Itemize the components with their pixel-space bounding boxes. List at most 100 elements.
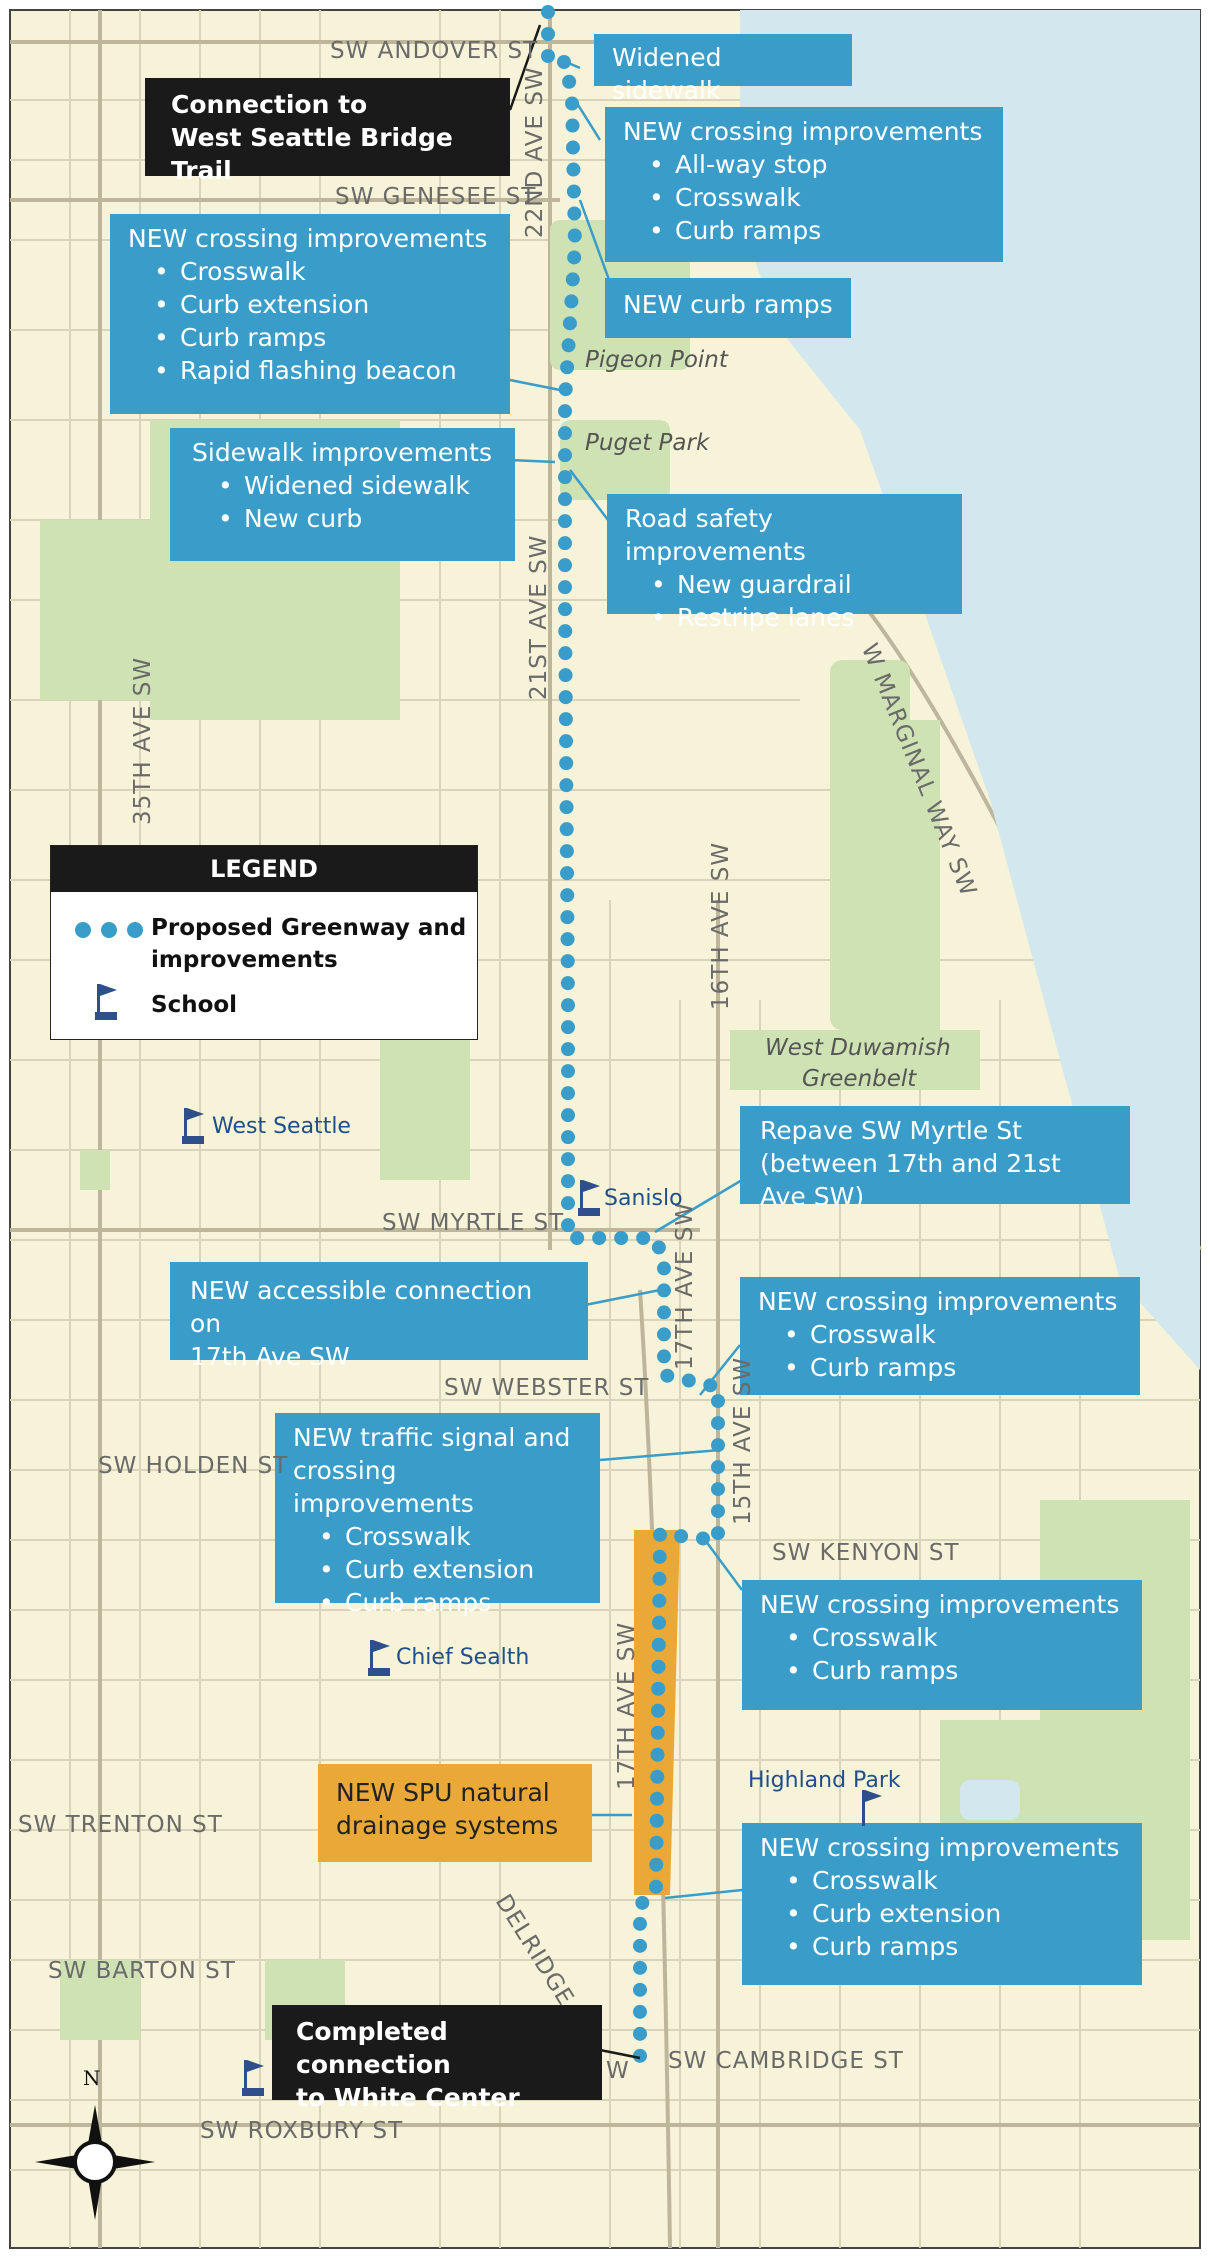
greenway-dot bbox=[561, 1152, 575, 1167]
greenway-dot bbox=[633, 1916, 647, 1931]
callout-line: Completed connection bbox=[296, 2017, 451, 2079]
street-label: SW WEBSTER ST bbox=[444, 1375, 650, 1401]
callout-list: Widened sidewalk New curb bbox=[192, 469, 493, 535]
callout-line: West Seattle Bridge Trail bbox=[171, 123, 453, 185]
pond bbox=[960, 1780, 1020, 1820]
callout-line: NEW SPU natural bbox=[336, 1778, 550, 1807]
school-flag-icon bbox=[182, 1108, 204, 1144]
school-label: West Seattle bbox=[212, 1114, 351, 1139]
street-label: SW HOLDEN ST bbox=[98, 1453, 289, 1479]
greenway-dot bbox=[559, 844, 574, 859]
greenway-dot bbox=[560, 888, 575, 903]
greenway-dot bbox=[557, 55, 571, 69]
legend: LEGEND Proposed Greenway and improvement… bbox=[50, 845, 478, 1040]
greenway-dot bbox=[565, 272, 580, 287]
compass-rose-icon bbox=[35, 2105, 155, 2220]
greenway-dot bbox=[651, 1240, 666, 1255]
legend-line: improvements bbox=[151, 947, 338, 973]
callout-crossing-left: NEW crossing improvements Crosswalk Curb… bbox=[110, 214, 510, 414]
greenway-dot bbox=[541, 5, 555, 19]
callout-line: 17th Ave SW bbox=[190, 1342, 350, 1371]
greenway-dot bbox=[651, 1703, 666, 1718]
greenway-dot bbox=[633, 1938, 647, 1953]
callout-road-safety: Road safety improvements New guardrail R… bbox=[607, 494, 962, 632]
greenway-dot bbox=[558, 690, 573, 705]
list-item: New guardrail bbox=[677, 568, 944, 601]
greenway-dot bbox=[633, 2004, 647, 2019]
list-item: Curb ramps bbox=[675, 214, 985, 247]
list-item: Curb extension bbox=[812, 1897, 1124, 1930]
greenway-dot bbox=[560, 976, 575, 991]
greenway-dot bbox=[562, 74, 577, 89]
greenway-dot bbox=[649, 1813, 664, 1828]
street-label: SW GENESEE ST bbox=[335, 184, 537, 210]
greenway-dot bbox=[558, 426, 572, 441]
greenway-dot bbox=[558, 646, 573, 661]
callout-title: Sidewalk improvements bbox=[192, 438, 492, 467]
school-flag-icon bbox=[368, 1640, 390, 1676]
callout-title: Road safety improvements bbox=[625, 504, 806, 566]
street-label: 15TH AVE SW bbox=[730, 1356, 756, 1525]
list-item: Restripe lanes bbox=[677, 601, 944, 634]
list-item: Crosswalk bbox=[180, 255, 492, 288]
greenway-dot bbox=[633, 2026, 647, 2041]
greenway-dot bbox=[561, 1218, 575, 1233]
list-item: Curb ramps bbox=[180, 321, 492, 354]
list-item: Crosswalk bbox=[812, 1864, 1124, 1897]
greenway-dot bbox=[560, 910, 575, 925]
greenway-dot bbox=[561, 1042, 575, 1057]
callout-line: (between 17th and 21st Ave SW) bbox=[760, 1149, 1061, 1211]
callout-list: Crosswalk Curb extension Curb ramps bbox=[293, 1520, 582, 1619]
street-label: SW KENYON ST bbox=[772, 1540, 960, 1566]
callout-curb-ramps: NEW curb ramps bbox=[605, 278, 851, 338]
greenway-dot bbox=[652, 1593, 667, 1608]
legend-title: LEGEND bbox=[51, 846, 477, 892]
greenway-dot bbox=[558, 624, 573, 639]
street-label: 35TH AVE SW bbox=[130, 656, 156, 825]
school-label: Highland Park bbox=[748, 1768, 901, 1793]
greenway-dot bbox=[674, 1529, 689, 1544]
street-label: SW ROXBURY ST bbox=[200, 2118, 404, 2144]
greenway-dot bbox=[559, 734, 574, 749]
greenway-dot bbox=[649, 1879, 664, 1894]
greenway-dot bbox=[650, 1747, 665, 1762]
callout-crossing-kenyon: NEW crossing improvements Crosswalk Curb… bbox=[742, 1580, 1142, 1710]
greenway-dot bbox=[650, 1725, 665, 1740]
street-label: SW ANDOVER ST bbox=[330, 38, 539, 64]
list-item: Crosswalk bbox=[675, 181, 985, 214]
street-label: 16TH AVE SW bbox=[708, 841, 734, 1010]
greenway-dot bbox=[566, 184, 581, 199]
greenway-dot bbox=[560, 954, 575, 969]
greenway-dot bbox=[561, 1108, 575, 1123]
school-flag-icon bbox=[862, 1790, 882, 1826]
greenway-dot bbox=[558, 580, 572, 595]
greenway-dot bbox=[633, 1982, 647, 1997]
callout-line: Connection to bbox=[171, 90, 368, 119]
greenway-dot bbox=[652, 1571, 667, 1586]
callout-white-center: Completed connection to White Center bbox=[272, 2005, 602, 2112]
list-item: Curb ramps bbox=[812, 1930, 1124, 1963]
compass-north-label: N bbox=[83, 2066, 101, 2090]
duwamish-waterway bbox=[740, 10, 1200, 1370]
greenway-dot bbox=[541, 27, 555, 41]
greenway-dot bbox=[651, 1637, 666, 1652]
callout-title: Widened sidewalk bbox=[612, 43, 722, 105]
greenway-dot bbox=[651, 1659, 666, 1674]
callout-leaders bbox=[509, 60, 744, 1900]
greenway-dot bbox=[650, 1791, 665, 1806]
greenway-dot bbox=[558, 536, 572, 551]
greenway-dot bbox=[558, 492, 572, 507]
greenway-dot bbox=[711, 1526, 725, 1541]
greenway-dot bbox=[561, 1020, 575, 1035]
greenway-dot bbox=[560, 360, 575, 375]
callout-line: NEW traffic signal and bbox=[293, 1423, 571, 1452]
list-item: Crosswalk bbox=[812, 1621, 1124, 1654]
greenway-dot bbox=[558, 558, 572, 573]
street-label: 17TH AVE SW bbox=[614, 1621, 640, 1790]
callout-crossing-top: NEW crossing improvements All-way stop C… bbox=[605, 107, 1003, 262]
school-flag-icon bbox=[242, 2060, 264, 2096]
greenway-dot bbox=[657, 1327, 671, 1342]
greenway-dot bbox=[560, 866, 575, 881]
greenway-dot bbox=[711, 1438, 725, 1453]
